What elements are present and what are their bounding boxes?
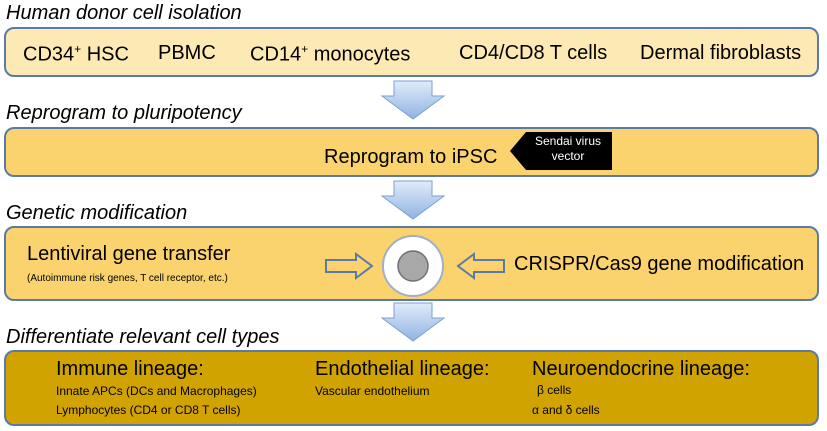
endothelial-lineage-title: Endothelial lineage: <box>315 358 490 380</box>
sendai-line2: vector <box>551 149 585 163</box>
reprogram-box <box>4 127 819 177</box>
donor-cell-tcells: CD4/CD8 T cells <box>459 42 608 64</box>
mono-sup: + <box>301 42 309 56</box>
hsc-prefix: CD34 <box>23 43 75 66</box>
cell-icon <box>382 235 444 297</box>
lentiviral-title: Lentiviral gene transfer <box>27 243 231 265</box>
neuro-item-alpha-delta: α and δ cells <box>532 403 600 417</box>
endothelial-item-vascular: Vascular endothelium <box>315 384 430 398</box>
donor-cell-hsc: CD34+ HSC <box>23 42 129 67</box>
down-arrow-icon <box>380 80 446 120</box>
neuro-item-beta: β cells <box>537 383 572 397</box>
lentiviral-subtitle: (Autoimmune risk genes, T cell receptor,… <box>27 273 228 284</box>
down-arrow-icon <box>380 302 446 342</box>
section-title-reprogram: Reprogram to pluripotency <box>6 102 242 124</box>
mono-suffix: monocytes <box>308 43 411 66</box>
immune-item-lymphocytes: Lymphocytes (CD4 or CD8 T cells) <box>56 403 241 417</box>
right-arrow-icon <box>325 252 374 280</box>
section-title-genetic: Genetic modification <box>6 202 188 224</box>
left-arrow-icon <box>456 252 505 280</box>
sendai-vector-tag: Sendai virus vector <box>510 132 612 170</box>
sendai-vector-text: Sendai virus vector <box>524 134 612 164</box>
immune-item-apcs: Innate APCs (DCs and Macrophages) <box>56 384 257 398</box>
section-title-isolation: Human donor cell isolation <box>6 2 242 24</box>
neuroendocrine-lineage-title: Neuroendocrine lineage: <box>532 358 750 380</box>
section-title-differentiate: Differentiate relevant cell types <box>6 326 280 348</box>
reprogram-ipsc-label: Reprogram to iPSC <box>324 146 498 168</box>
crispr-label: CRISPR/Cas9 gene modification <box>514 253 805 275</box>
mono-prefix: CD14 <box>250 43 302 66</box>
donor-cell-box <box>4 27 819 77</box>
hsc-sup: + <box>74 42 82 56</box>
donor-cell-fibroblasts: Dermal fibroblasts <box>640 42 802 64</box>
lineage-box <box>4 350 819 426</box>
hsc-suffix: HSC <box>81 43 129 66</box>
donor-cell-monocytes: CD14+ monocytes <box>250 42 410 67</box>
immune-lineage-title: Immune lineage: <box>56 358 204 380</box>
sendai-tag-shape <box>510 132 612 170</box>
sendai-line1: Sendai virus <box>534 134 602 148</box>
donor-cell-pbmc: PBMC <box>158 42 216 64</box>
down-arrow-icon <box>380 180 446 220</box>
